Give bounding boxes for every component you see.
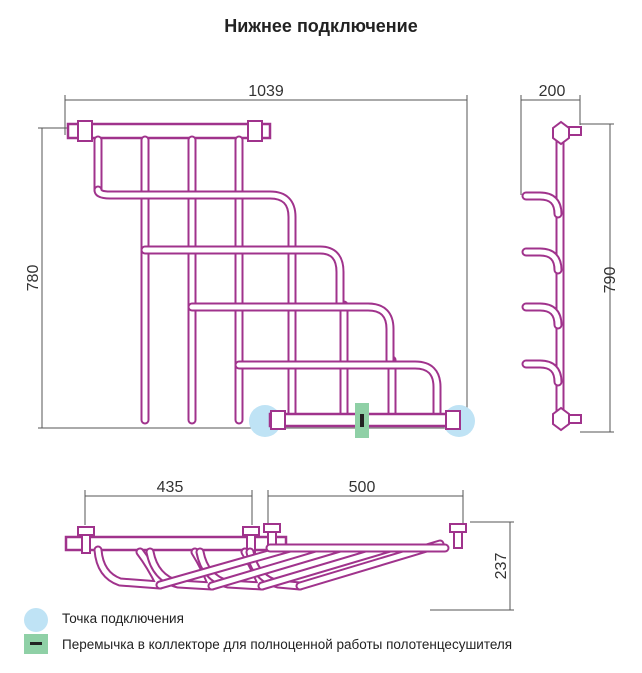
legend-jumper-text: Перемычка в коллекторе для полноценной р… — [62, 637, 513, 652]
top-manifold — [66, 122, 272, 140]
stepped-rungs — [93, 185, 442, 419]
bottom-view: 435 500 237 — [64, 479, 514, 611]
side-width-label: 200 — [539, 83, 566, 100]
front-view: 1039 780 — [25, 83, 475, 438]
bottom-height-label: 237 — [493, 553, 510, 580]
bottom-right-label: 500 — [349, 479, 376, 496]
page-title: Нижнее подключение — [224, 16, 418, 36]
front-width-label: 1039 — [248, 83, 284, 100]
side-height-label: 790 — [602, 267, 619, 294]
bottom-left-label: 435 — [157, 479, 184, 496]
bottom-view-loops — [93, 539, 450, 591]
legend-connection-text: Точка подключения — [62, 611, 184, 626]
vertical-tubes — [93, 135, 397, 425]
front-height-label: 780 — [25, 265, 42, 292]
legend-connection-icon — [24, 608, 48, 632]
side-view: 200 790 — [520, 83, 619, 433]
